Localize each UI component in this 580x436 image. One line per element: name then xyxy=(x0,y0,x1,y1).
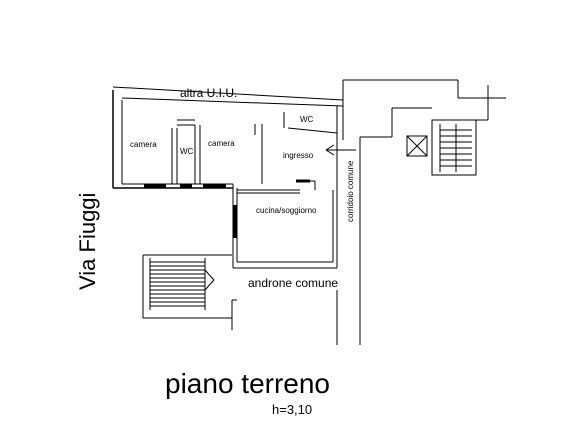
room-label-wc-center: WC xyxy=(180,147,194,156)
height-note: h=3,10 xyxy=(272,402,313,417)
room-label-camera-left: camera xyxy=(130,140,157,149)
neighbor-label: altra U.I.U. xyxy=(180,86,238,100)
hall-label: androne comune xyxy=(248,276,339,290)
room-label-cucina: cucina/soggiorno xyxy=(256,206,317,215)
interior-walls xyxy=(171,112,338,194)
entry-stairs xyxy=(142,254,237,330)
plan-title: piano terreno xyxy=(165,368,331,399)
room-label-camera-right: camera xyxy=(208,139,235,148)
corridor-label: corridoio comune xyxy=(346,160,355,222)
windows xyxy=(144,179,310,238)
street-label: Via Fiuggi xyxy=(75,192,100,290)
outer-walls xyxy=(112,90,344,269)
entrance-arrow xyxy=(325,144,356,156)
room-label-wc-right: WC xyxy=(300,115,314,124)
room-label-ingresso: ingresso xyxy=(283,151,314,160)
corridor-walls xyxy=(336,79,506,345)
stairwell xyxy=(406,119,477,176)
